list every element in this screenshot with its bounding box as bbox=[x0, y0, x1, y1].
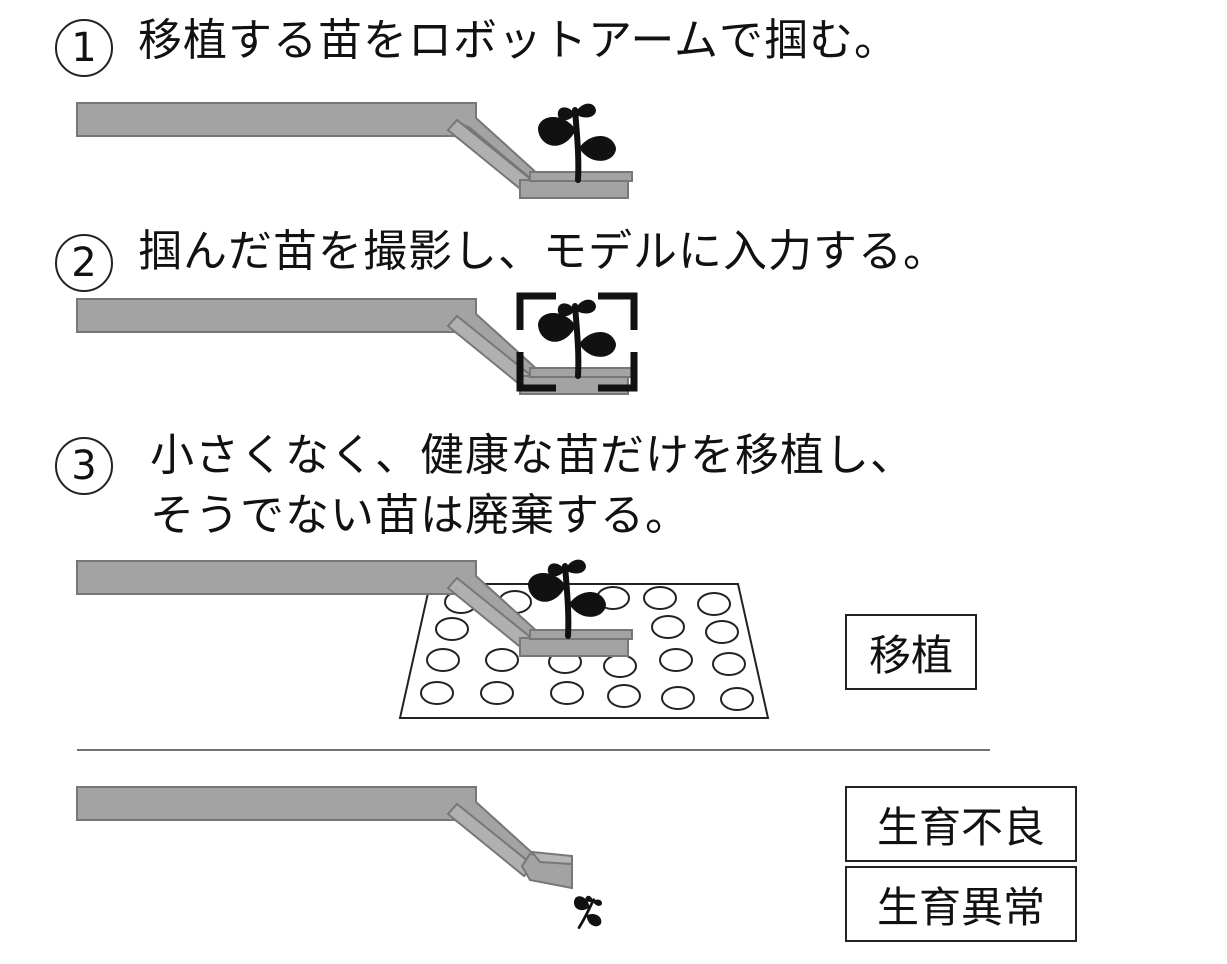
step-3-number: 3 bbox=[55, 437, 113, 495]
step-3-text-line2: そうでない苗は廃棄する。 bbox=[150, 490, 690, 541]
step-2-number: 2 bbox=[55, 234, 113, 292]
robot-arm-3 bbox=[76, 560, 633, 657]
discarded-seedling-icon bbox=[562, 887, 613, 938]
robot-arm-4 bbox=[76, 786, 573, 890]
camera-viewfinder-icon bbox=[516, 292, 638, 392]
poor-growth-label: 生育不良 bbox=[845, 786, 1077, 862]
step-2-text: 掴んだ苗を撮影し、モデルに入力する。 bbox=[138, 226, 948, 277]
robot-arm-2 bbox=[76, 298, 633, 395]
step-3-text-line1: 小さくなく、健康な苗だけを移植し、 bbox=[150, 430, 915, 481]
step-1-text: 移植する苗をロボットアームで掴む。 bbox=[138, 15, 900, 66]
robot-arm-1 bbox=[76, 102, 633, 199]
seedling-1-icon bbox=[538, 104, 616, 180]
seedling-2-icon bbox=[538, 300, 616, 376]
step-1-number: 1 bbox=[55, 19, 113, 77]
transplant-label: 移植 bbox=[845, 614, 977, 690]
abnormal-growth-label: 生育異常 bbox=[845, 866, 1077, 942]
